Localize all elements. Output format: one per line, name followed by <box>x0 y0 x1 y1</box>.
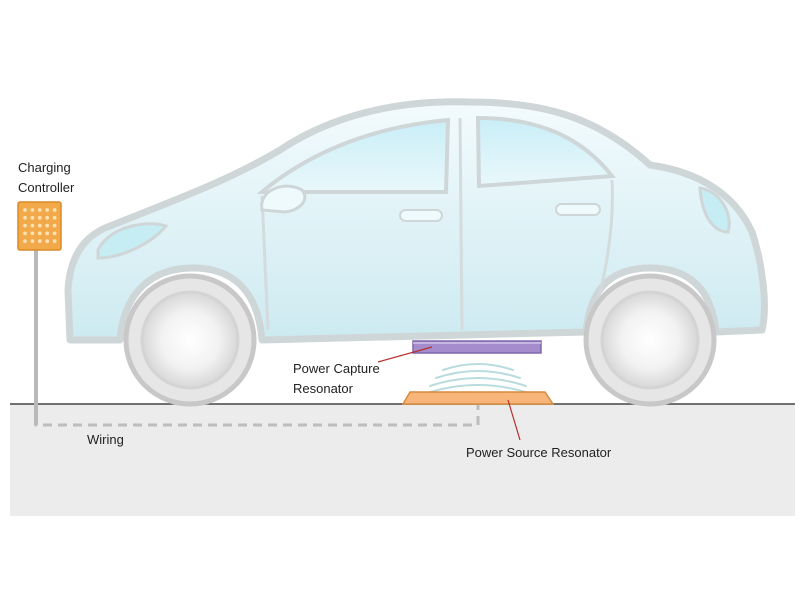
controller-led-dot <box>23 223 27 228</box>
car <box>64 98 768 407</box>
power-capture-resonator <box>412 340 542 354</box>
wiring-label: Wiring <box>87 432 124 447</box>
controller-led-dot <box>45 239 50 244</box>
capture-leader-line <box>377 346 433 363</box>
side-mirror <box>260 184 307 214</box>
front-wheel <box>583 273 717 407</box>
controller-led-dot <box>37 208 42 212</box>
controller-led-dot <box>45 215 50 220</box>
headlight <box>698 186 731 234</box>
charging-controller-label: Charging Controller <box>18 158 74 198</box>
controller-led-dot <box>45 208 50 212</box>
controller-led-dot <box>30 239 35 244</box>
rear-wheel <box>123 273 257 407</box>
controller-led-dot <box>23 239 27 244</box>
controller-led-dot <box>52 215 57 220</box>
controller-led-dot <box>52 208 57 212</box>
charging-controller <box>17 201 62 251</box>
controller-led-dot <box>37 239 42 244</box>
charging-controller-label-line2: Controller <box>18 180 75 195</box>
power-capture-label: Power Capture Resonator <box>293 359 380 399</box>
controller-led-dot <box>45 231 50 236</box>
controller-led-dot <box>30 223 35 228</box>
power-source-resonator <box>401 391 555 405</box>
controller-led-dot <box>23 215 27 220</box>
power-capture-label-line2: Resonator <box>293 381 353 396</box>
front-door-handle <box>555 203 601 216</box>
rear-window <box>256 117 451 194</box>
controller-led-dot <box>30 208 35 212</box>
controller-led-dot <box>37 223 42 228</box>
controller-led-dot <box>23 231 27 236</box>
wiring-cable <box>34 252 480 427</box>
controller-led-dot <box>45 223 50 228</box>
energy-waves <box>423 363 533 395</box>
power-source-label: Power Source Resonator <box>466 445 612 460</box>
rear-door-handle <box>399 209 443 222</box>
controller-led-dot <box>23 208 27 212</box>
controller-led-dot <box>30 231 35 236</box>
door-seam-middle <box>458 117 464 331</box>
ground-area <box>10 404 795 516</box>
power-capture-label-line1: Power Capture <box>293 361 380 376</box>
controller-led-dot <box>52 239 57 244</box>
rear-light <box>96 222 169 260</box>
source-leader-line <box>507 399 521 441</box>
front-window <box>475 115 616 189</box>
controller-led-dot <box>52 231 57 236</box>
charging-controller-label-line1: Charging <box>18 160 71 175</box>
controller-led-dot <box>37 231 42 236</box>
door-seam-rear <box>260 195 270 331</box>
controller-led-dot <box>37 215 42 220</box>
controller-led-dot <box>30 215 35 220</box>
controller-led-dot <box>52 223 57 228</box>
